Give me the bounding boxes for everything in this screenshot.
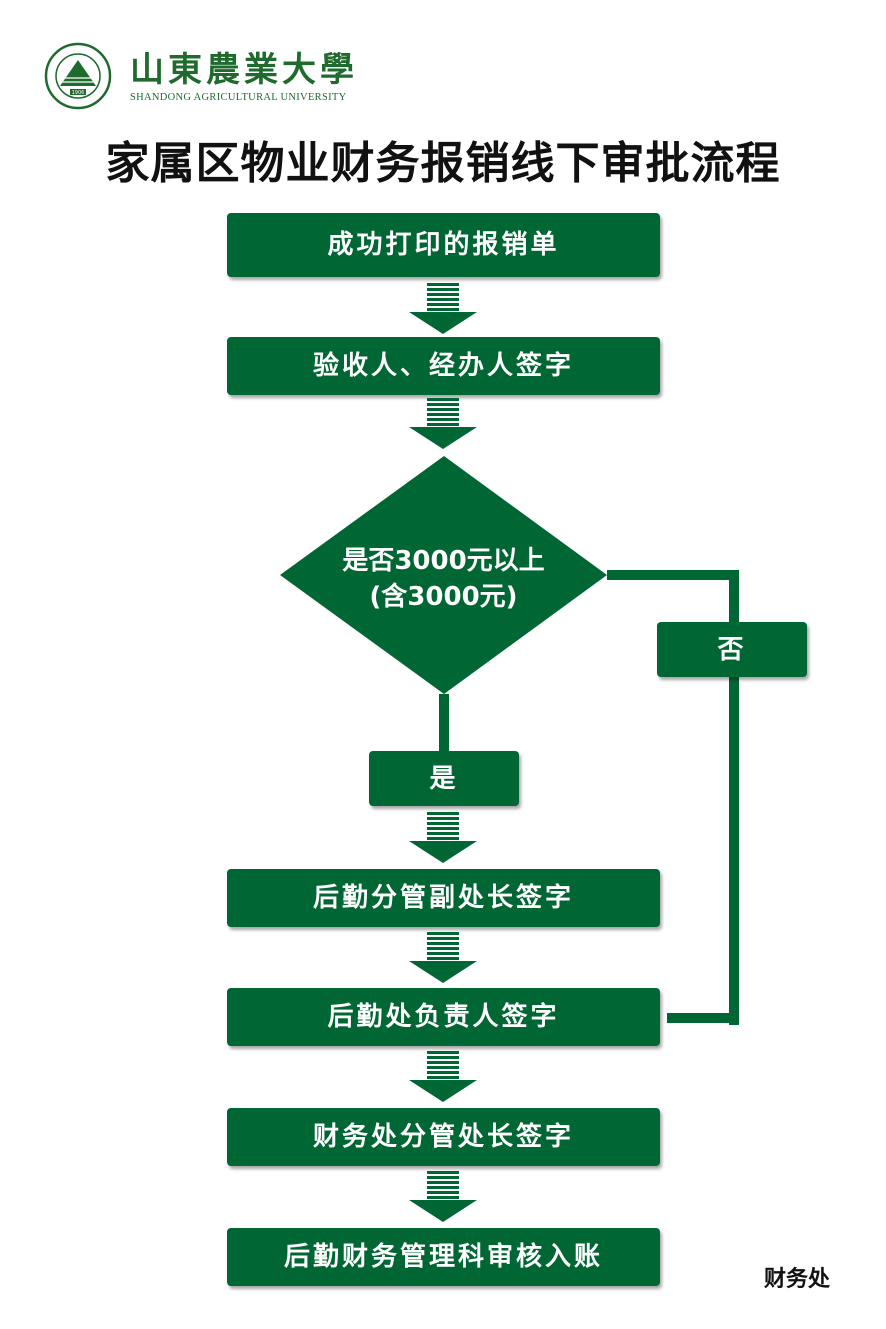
page-title: 家属区物业财务报销线下审批流程 [105,138,781,189]
decision-question: 是否3000元以上 [342,546,545,576]
step-audit-entry: 后勤财务管理科审核入账 [227,1228,660,1286]
step-logistics-head-sign: 后勤处负责人签字 [227,988,660,1046]
no-label: 否 [657,622,807,677]
yes-connector [439,694,449,752]
department-signature: 财务处 [764,1267,831,1292]
down-arrow-icon [409,1171,477,1222]
university-name-en: SHANDONG AGRICULTURAL UNIVERSITY [130,92,347,103]
decision-diamond [280,456,607,694]
down-arrow-icon [409,1051,477,1102]
step-finance-director-sign: 财务处分管处长签字 [227,1108,660,1166]
down-arrow-icon [409,932,477,983]
decision-condition: (含3000元) [369,582,518,612]
university-seal-logo: 1906 [44,42,112,110]
down-arrow-icon [409,283,477,334]
step-deputy-director-sign: 后勤分管副处长签字 [227,869,660,927]
university-name-cn: 山東農業大學 [130,50,358,90]
step-print-form: 成功打印的报销单 [227,213,660,277]
yes-label: 是 [369,751,519,806]
no-connector-top [607,570,739,580]
no-connector-bottom [667,1013,739,1023]
no-connector-vertical [729,570,739,1025]
step-acceptor-sign: 验收人、经办人签字 [227,337,660,395]
down-arrow-icon [409,812,477,863]
down-arrow-icon [409,398,477,449]
seal-year: 1906 [72,90,85,96]
decision-text: 是否3000元以上 (含3000元) [280,543,607,615]
